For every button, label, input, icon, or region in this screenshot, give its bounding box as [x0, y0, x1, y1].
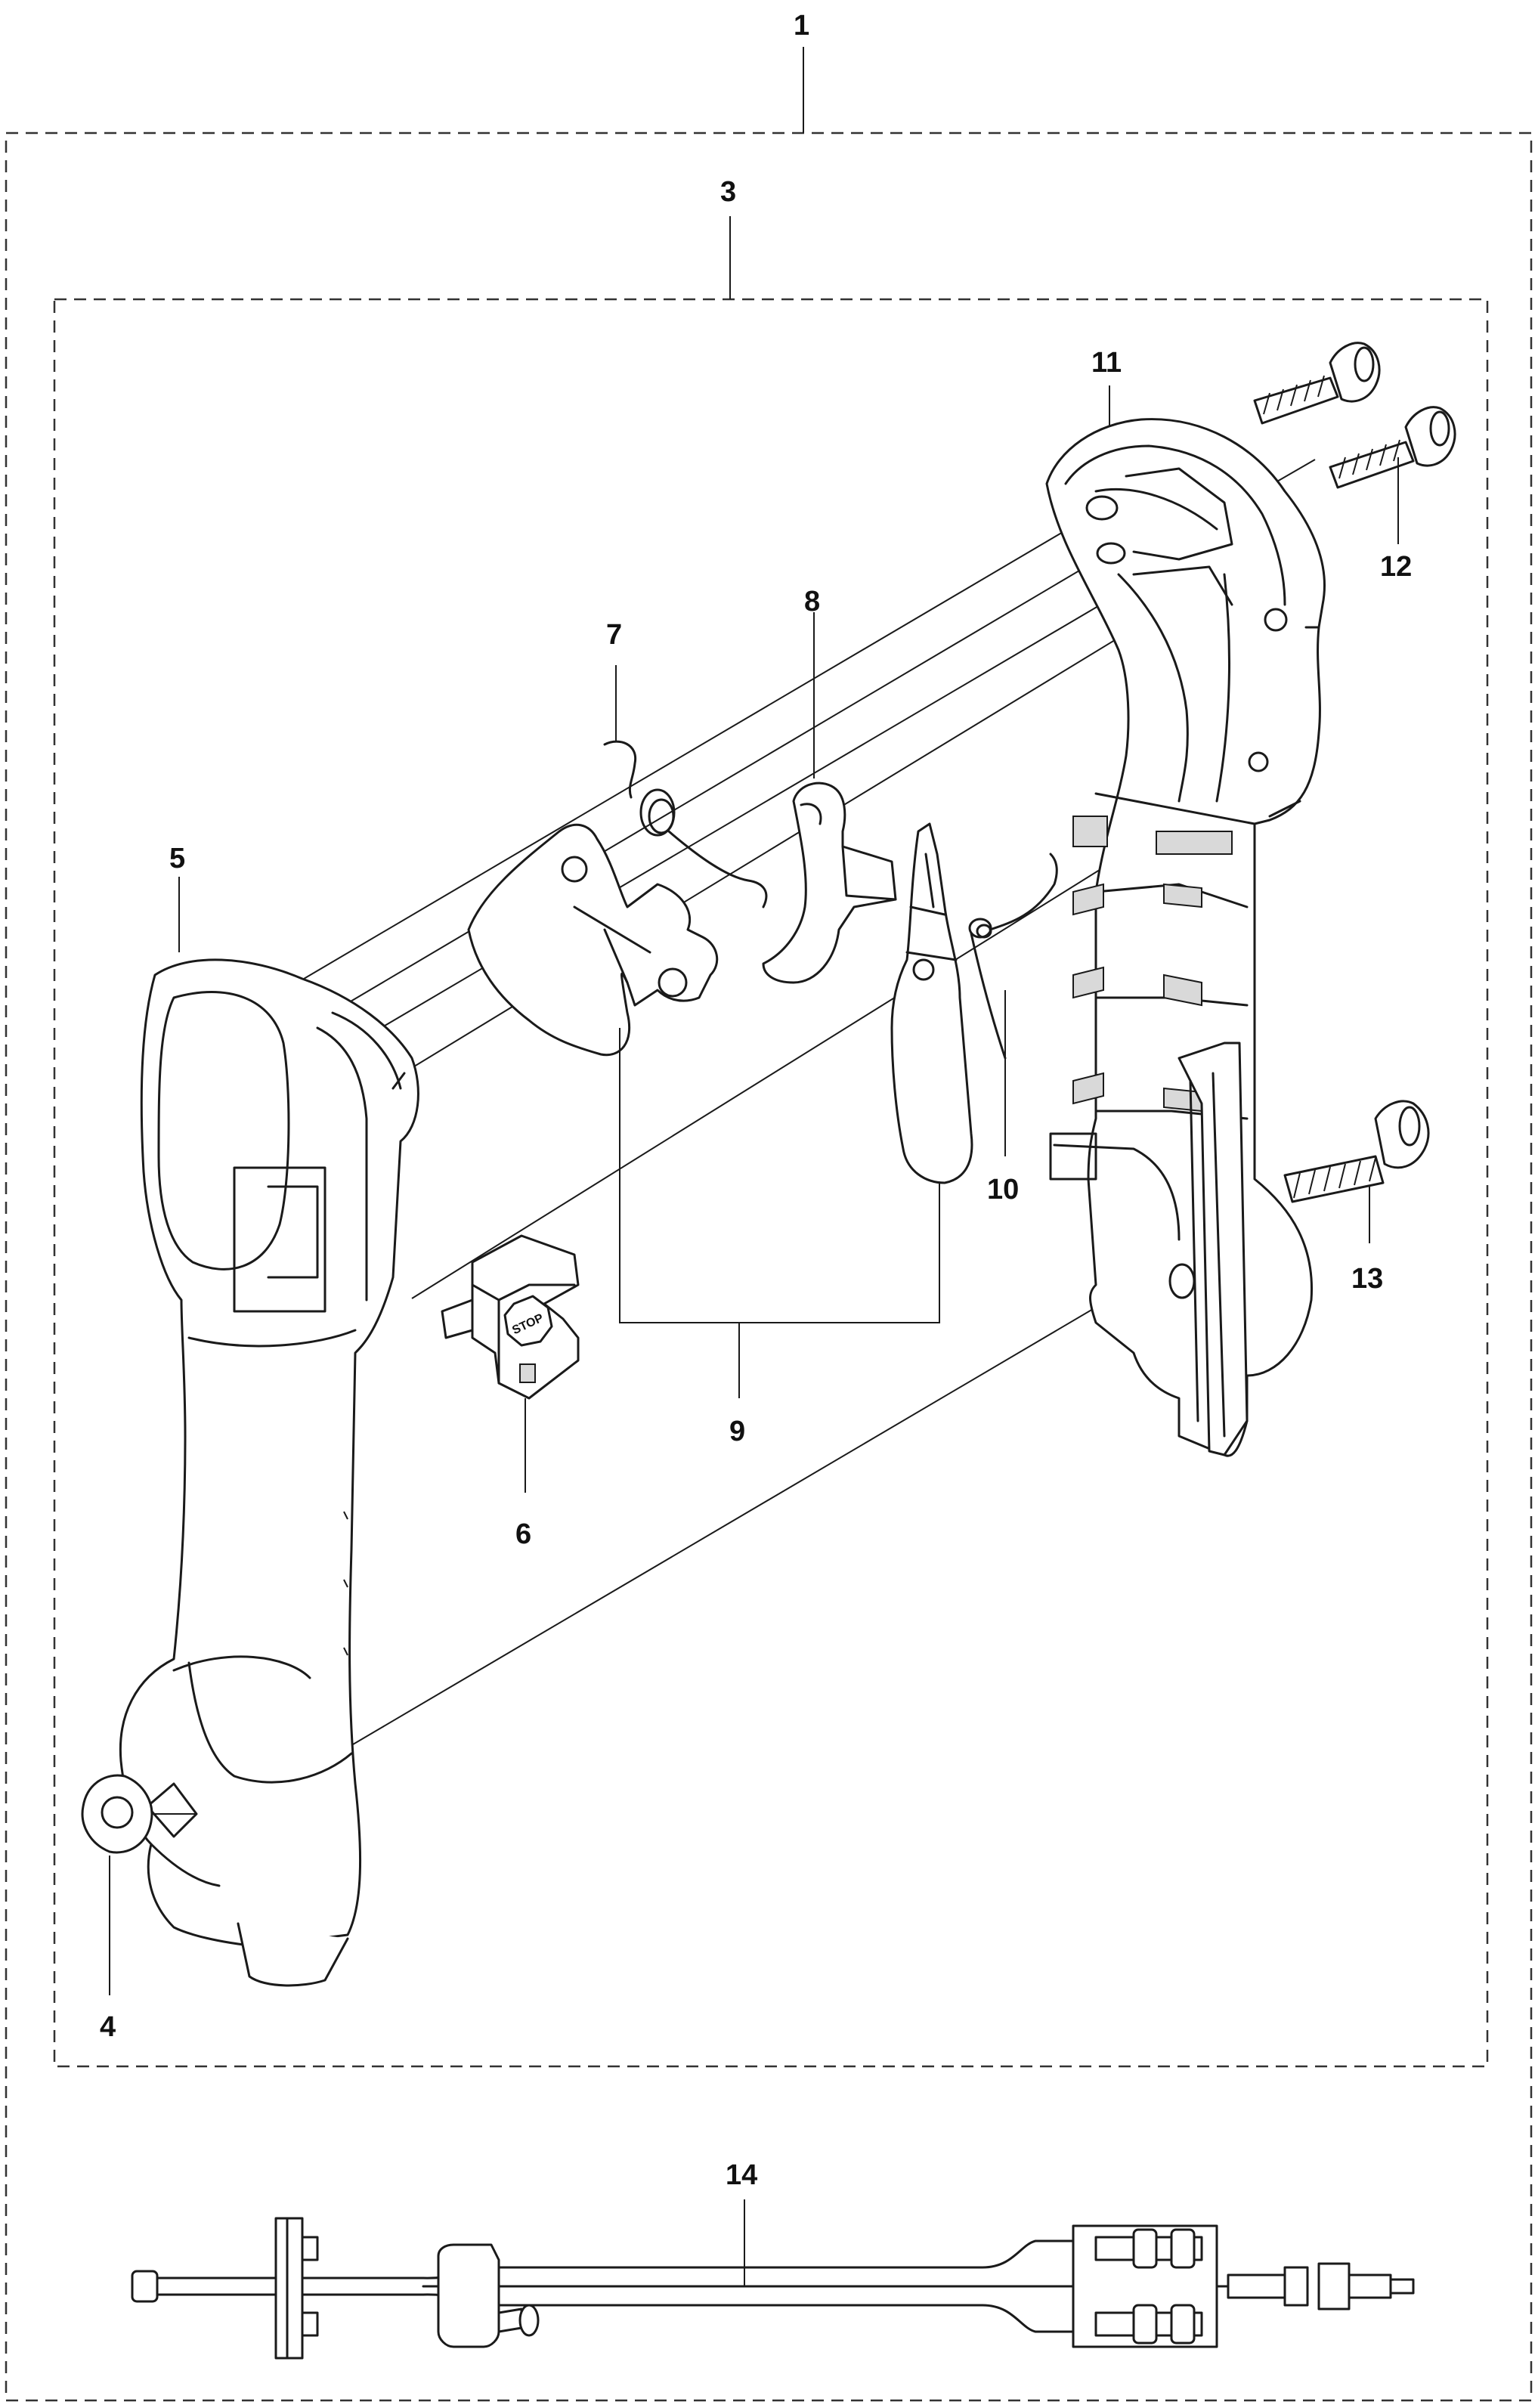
nut [81, 1774, 197, 1995]
handle-half-left [119, 958, 419, 1987]
spring-10 [968, 853, 1058, 1156]
bolt-upper-2 [1329, 406, 1456, 544]
handle-half-right [1045, 385, 1326, 1457]
callout-1: 1 [794, 10, 809, 42]
throttle-trigger-right [890, 822, 973, 1184]
callout-6: 6 [515, 1518, 531, 1550]
bolt-lower [1283, 1100, 1430, 1243]
callout-9: 9 [729, 1416, 745, 1447]
throttle-trigger-left [467, 823, 719, 1057]
callout-10: 10 [987, 1174, 1019, 1206]
callout-5: 5 [169, 843, 185, 874]
callout-4: 4 [100, 2011, 116, 2043]
callout-8: 8 [804, 586, 820, 617]
callout-13: 13 [1351, 1263, 1383, 1295]
stop-switch: STOP [441, 1234, 580, 1493]
bolt-upper-1 [1253, 342, 1381, 425]
assembly-frame-outer [5, 132, 1533, 2402]
throttle-lockout [762, 612, 897, 984]
callout-3: 3 [720, 176, 736, 208]
assembly-frame-inner [53, 298, 1489, 2068]
callout-14: 14 [726, 2159, 757, 2191]
callout-7: 7 [606, 619, 622, 651]
callout-11: 11 [1091, 347, 1122, 379]
spring-7 [603, 665, 768, 908]
callout-12: 12 [1380, 551, 1412, 583]
leader-9 [619, 1028, 940, 1398]
throttle-cable [131, 2199, 1415, 2360]
